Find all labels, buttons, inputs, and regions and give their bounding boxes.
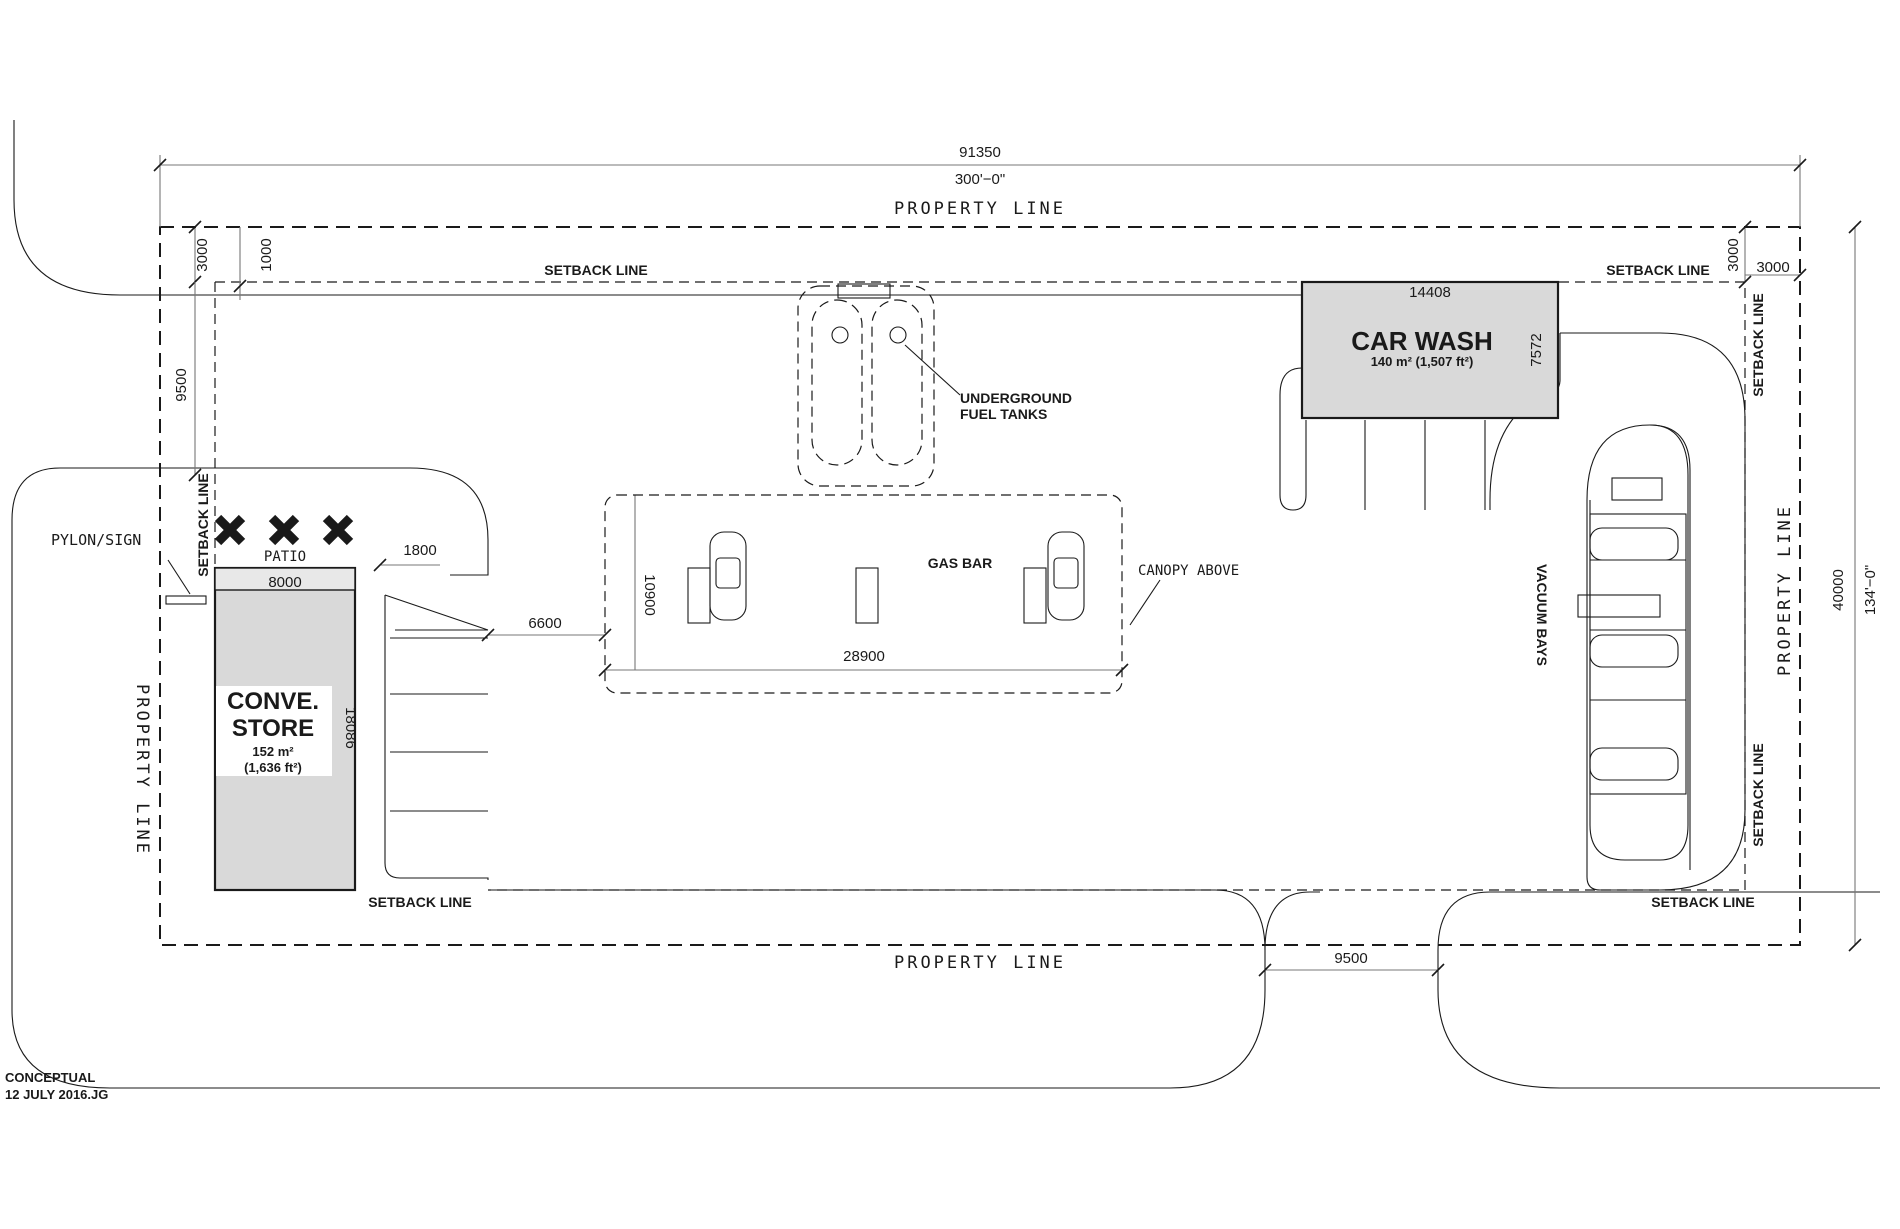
gas-bar-canopy bbox=[604, 494, 1161, 694]
store-name-line2: STORE bbox=[232, 715, 314, 742]
pump-1 bbox=[687, 567, 711, 624]
car-at-pump-1 bbox=[709, 531, 747, 621]
vacuum-unit-2 bbox=[1577, 594, 1661, 618]
store-depth-label: 18086 bbox=[342, 707, 359, 749]
tank-1 bbox=[811, 299, 863, 466]
street-curb-bottom-right bbox=[1437, 891, 1880, 1089]
setback-outline bbox=[215, 281, 1746, 891]
car-wash-exit-lane bbox=[1560, 332, 1746, 891]
street-curb-top-left bbox=[13, 120, 1540, 296]
patio-label: PATIO bbox=[264, 549, 306, 565]
canopy-above-label: CANOPY ABOVE bbox=[1138, 563, 1239, 579]
car-wash-name: CAR WASH bbox=[1351, 326, 1493, 356]
property-line bbox=[159, 226, 1801, 946]
gas-bar-label: GAS BAR bbox=[928, 555, 993, 571]
vacuum-island bbox=[1589, 424, 1689, 861]
pump-2 bbox=[855, 567, 879, 624]
street-curb-left-bottom bbox=[11, 467, 1320, 1089]
canopy-width-label: 28900 bbox=[843, 648, 885, 665]
driveway-width-label: 9500 bbox=[1334, 950, 1367, 967]
top-setback-right-label: 3000 bbox=[1725, 238, 1742, 271]
right-setback-label: 3000 bbox=[1756, 259, 1789, 276]
date-note: 12 JULY 2016.JG bbox=[5, 1087, 108, 1102]
car-wash-queue-lanes bbox=[1364, 420, 1486, 510]
vacuum-car-2 bbox=[1589, 634, 1679, 668]
store-name-line1: CONVE. bbox=[227, 688, 319, 715]
top-setback-inner-label: 1000 bbox=[258, 238, 275, 271]
canopy-depth-label: 10900 bbox=[641, 574, 658, 616]
conceptual-note: CONCEPTUAL bbox=[5, 1070, 95, 1085]
property-line-right-label: PROPERTY LINE bbox=[1775, 504, 1795, 676]
setback-line-bottom-left-label: SETBACK LINE bbox=[368, 894, 471, 910]
car-wash-width-label: 14408 bbox=[1409, 284, 1451, 301]
overall-width-ft-label: 300'−0" bbox=[955, 171, 1005, 188]
car-wash-building bbox=[1300, 280, 1560, 420]
patio-trees bbox=[214, 514, 354, 546]
dimension-lines bbox=[153, 155, 1862, 977]
car-at-pump-2 bbox=[1047, 531, 1085, 621]
property-line-outline bbox=[159, 226, 1801, 946]
store-area-line1: 152 m² bbox=[252, 744, 294, 759]
tank-fill-station bbox=[837, 283, 891, 299]
vacuum-car-1 bbox=[1589, 527, 1679, 561]
vacuum-bay-area bbox=[1589, 513, 1687, 795]
pump-3 bbox=[1023, 567, 1047, 624]
overall-width-label: 91350 bbox=[959, 144, 1001, 161]
property-line-top-label: PROPERTY LINE bbox=[894, 199, 1066, 219]
entrance-curb-detail bbox=[384, 594, 489, 631]
vacuum-car-3 bbox=[1589, 747, 1679, 781]
vacuum-unit-1 bbox=[1611, 477, 1663, 501]
car-wash-area: 140 m² (1,507 ft²) bbox=[1371, 354, 1474, 369]
canopy-outline bbox=[604, 494, 1123, 694]
pylon-sign bbox=[165, 595, 207, 605]
car-wash-queue-left bbox=[1279, 367, 1307, 511]
property-line-bottom-label: PROPERTY LINE bbox=[894, 953, 1066, 973]
tank-leader-line bbox=[904, 344, 961, 396]
overall-depth-label: 40000 bbox=[1830, 569, 1847, 611]
pylon-sign-label: PYLON/SIGN bbox=[51, 531, 141, 549]
vacuum-bays-label: VACUUM BAYS bbox=[1534, 564, 1550, 666]
store-width-label: 8000 bbox=[268, 574, 301, 591]
vacuum-bays bbox=[1577, 477, 1687, 795]
underground-tanks-line2: FUEL TANKS bbox=[960, 406, 1047, 422]
canopy-leader-line bbox=[1129, 579, 1161, 626]
setback-line-top-right-label: SETBACK LINE bbox=[1606, 262, 1709, 278]
overall-depth-ft-label: 134'−0" bbox=[1862, 565, 1879, 615]
setback-line-right-upper-label: SETBACK LINE bbox=[1750, 293, 1766, 396]
tank-2 bbox=[871, 299, 923, 466]
property-line-left-label: PROPERTY LINE bbox=[132, 684, 152, 856]
tank-area-outline bbox=[797, 285, 935, 487]
left-depth-label: 9500 bbox=[173, 368, 190, 401]
parking-curb bbox=[384, 595, 489, 880]
parking-stalls bbox=[390, 637, 488, 812]
drive-aisle-label: 6600 bbox=[528, 615, 561, 632]
setback-line-top-left-label: SETBACK LINE bbox=[544, 262, 647, 278]
setback-line-right-lower-label: SETBACK LINE bbox=[1750, 743, 1766, 846]
car-wash-depth-label: 7572 bbox=[1528, 333, 1545, 366]
setback-line bbox=[214, 281, 1746, 891]
underground-tanks-line1: UNDERGROUND bbox=[960, 390, 1072, 406]
left-entrance-curb bbox=[409, 467, 489, 576]
setback-line-bottom-right-label: SETBACK LINE bbox=[1651, 894, 1754, 910]
store-offset-label: 1800 bbox=[403, 542, 436, 559]
bottom-inner-curb bbox=[488, 889, 1266, 951]
underground-fuel-tanks bbox=[797, 283, 961, 487]
store-area-line2: (1,636 ft²) bbox=[244, 760, 302, 775]
setback-line-left-label: SETBACK LINE bbox=[195, 473, 211, 576]
patio-area bbox=[214, 567, 356, 591]
top-setback-left-label: 3000 bbox=[194, 238, 211, 271]
store-label-background bbox=[216, 686, 332, 776]
